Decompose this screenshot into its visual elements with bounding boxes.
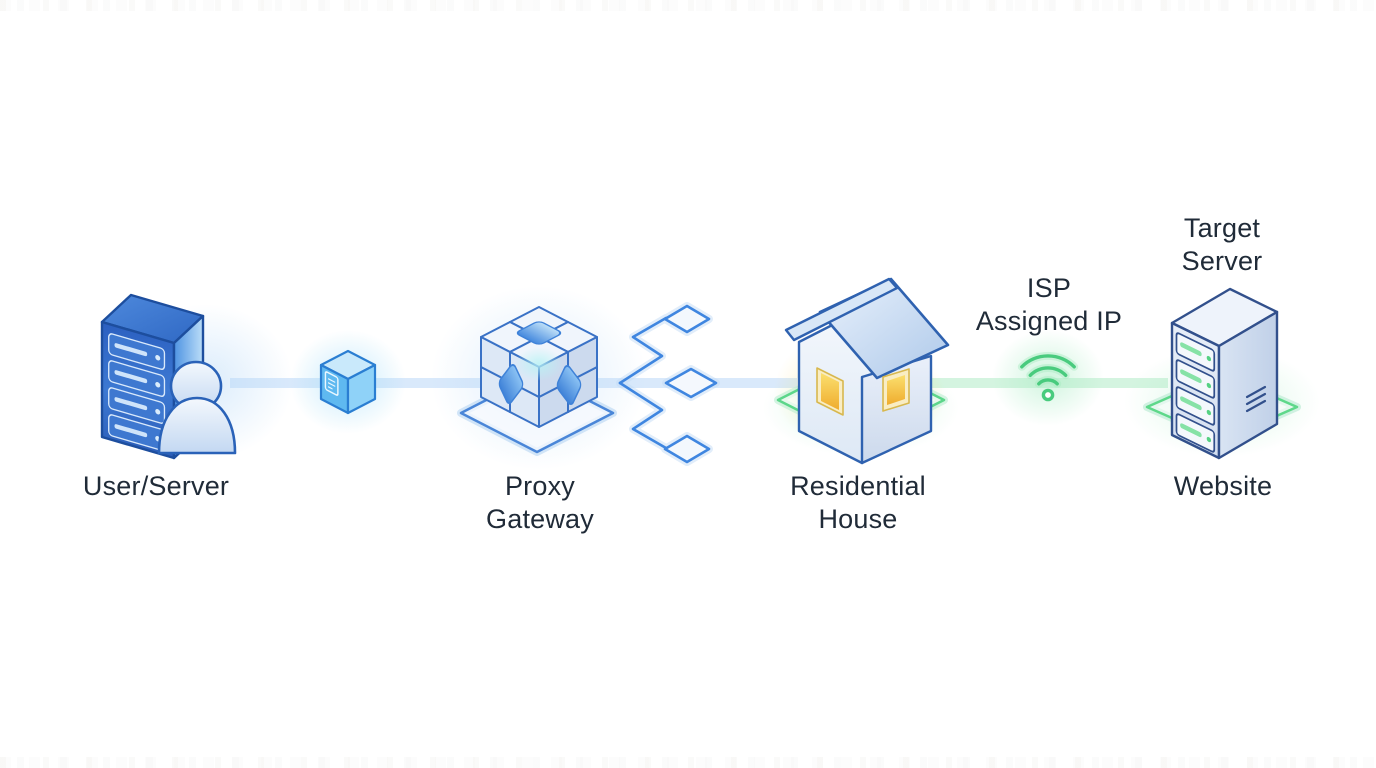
- house-roof-ridge: [784, 277, 899, 342]
- lower-ip-diamond: [663, 434, 711, 464]
- top-edge-artifact: [0, 0, 1376, 11]
- cube-cluster-icon: [431, 286, 647, 470]
- data-packet-cube-icon: [290, 330, 406, 434]
- server-tower-icon: [1124, 287, 1320, 460]
- top-accent-diamond: [516, 321, 562, 345]
- label-proxy-gateway: Proxy Gateway: [486, 471, 594, 534]
- server-with-user-icon: [100, 293, 293, 460]
- bottom-edge-artifact: [0, 757, 1376, 768]
- label-isp-assigned-ip: ISP Assigned IP: [975, 273, 1123, 336]
- house-right-window: [882, 368, 910, 412]
- packet-document-glyph: [324, 371, 339, 396]
- core-glow: [515, 347, 563, 381]
- middle-ip-diamond: [664, 367, 718, 399]
- left-accent-diamond: [498, 363, 524, 405]
- target-drive-bays: [1175, 332, 1216, 453]
- label-user-server: User/Server: [82, 471, 230, 501]
- wifi-icon: [992, 330, 1104, 426]
- ip-rotation-diamonds-icon: [616, 302, 720, 466]
- label-website: Website: [1173, 471, 1273, 501]
- label-target-server: Target Server: [1181, 213, 1263, 276]
- house-left-window: [816, 367, 844, 416]
- server-vent-lines: [1245, 385, 1267, 413]
- upper-branch-line: [618, 316, 668, 385]
- lower-branch-line: [618, 381, 668, 450]
- upper-ip-diamond: [663, 304, 711, 334]
- house-icon: [763, 277, 959, 465]
- right-accent-diamond: [556, 364, 582, 406]
- user-silhouette-icon: [157, 360, 237, 455]
- label-residential-house: Residential House: [790, 471, 926, 534]
